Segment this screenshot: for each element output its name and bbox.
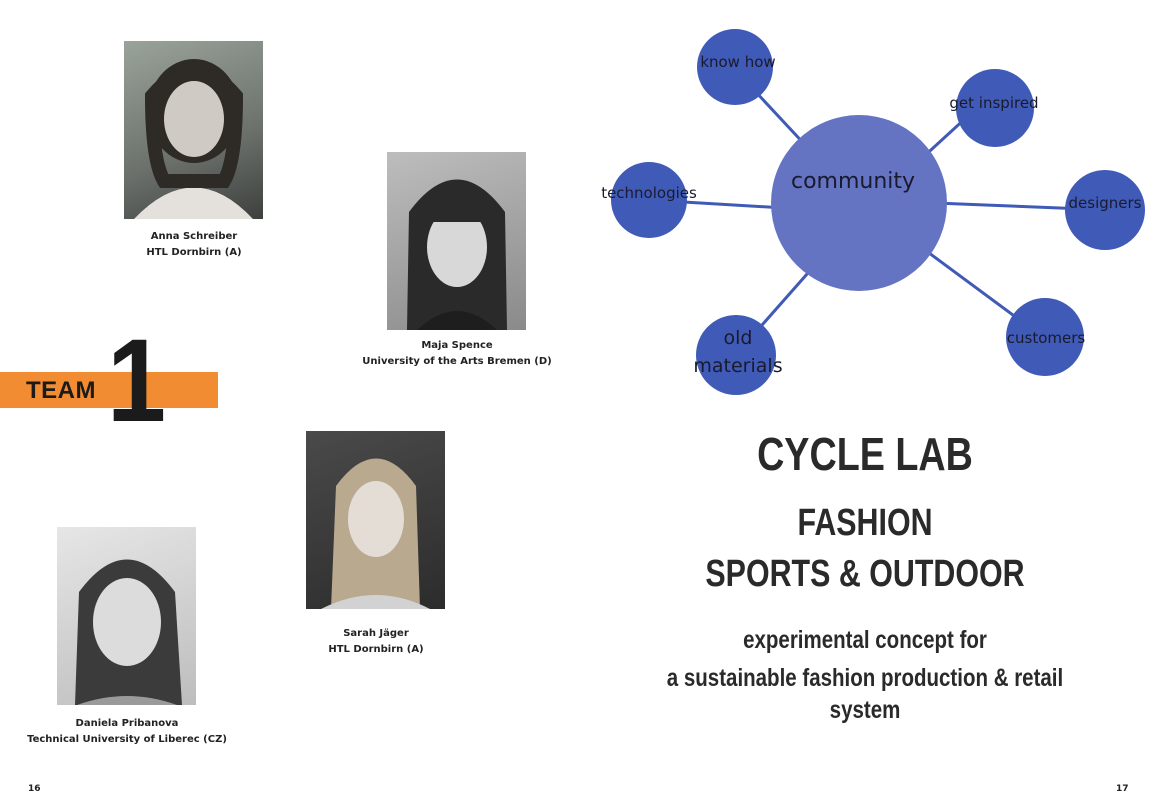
caption-sarah-jaeger: Sarah Jäger HTL Dornbirn (A) — [256, 626, 496, 658]
node-customers — [1006, 298, 1084, 376]
tagline-line2: a sustainable fashion production & retai… — [666, 664, 1064, 724]
member-affiliation: HTL Dornbirn (A) — [146, 247, 242, 258]
label-designers: designers — [1069, 194, 1142, 212]
node-designers — [1065, 170, 1145, 250]
member-affiliation: HTL Dornbirn (A) — [328, 644, 424, 655]
portrait-anna-schreiber — [124, 41, 263, 219]
team-number: 1 — [107, 315, 167, 447]
title-main: CYCLE LAB — [757, 428, 973, 480]
caption-maja-spence: Maja Spence University of the Arts Breme… — [337, 338, 577, 370]
node-get-inspired — [956, 69, 1034, 147]
label-get-inspired: get inspired — [949, 94, 1038, 112]
subtitle-fashion: FASHION — [797, 502, 933, 544]
node-community — [771, 115, 947, 291]
portrait-sarah-jaeger — [306, 431, 445, 609]
node-technologies — [611, 162, 687, 238]
label-know-how: know how — [700, 53, 775, 71]
label-old-materials-line1: old — [724, 327, 753, 349]
member-name: Anna Schreiber — [150, 231, 238, 242]
node-old-materials — [696, 315, 776, 395]
team-label: TEAM — [26, 377, 96, 404]
portrait-daniela-pribanova — [57, 527, 196, 705]
tagline-line1: experimental concept for — [743, 626, 987, 654]
label-old-materials-line2: materials — [693, 355, 782, 377]
member-name: Sarah Jäger — [343, 628, 409, 639]
portrait-maja-spence — [387, 152, 526, 330]
team-banner — [0, 372, 218, 408]
node-know-how — [697, 29, 773, 105]
page-number-right: 17 — [1116, 784, 1129, 794]
label-technologies: technologies — [601, 184, 697, 202]
page-number-left: 16 — [28, 784, 41, 794]
member-affiliation: University of the Arts Bremen (D) — [362, 356, 552, 367]
caption-daniela-pribanova: Daniela Pribanova Technical University o… — [7, 716, 247, 748]
member-name: Maja Spence — [421, 340, 493, 351]
subtitle-sports-outdoor: SPORTS & OUTDOOR — [705, 553, 1025, 595]
label-community: community — [791, 169, 915, 194]
label-customers: customers — [1007, 329, 1086, 347]
member-name: Daniela Pribanova — [75, 718, 179, 729]
member-affiliation: Technical University of Liberec (CZ) — [27, 734, 227, 745]
community-diagram: community know how get inspired technolo… — [601, 29, 1145, 395]
caption-anna-schreiber: Anna Schreiber HTL Dornbirn (A) — [74, 229, 314, 261]
